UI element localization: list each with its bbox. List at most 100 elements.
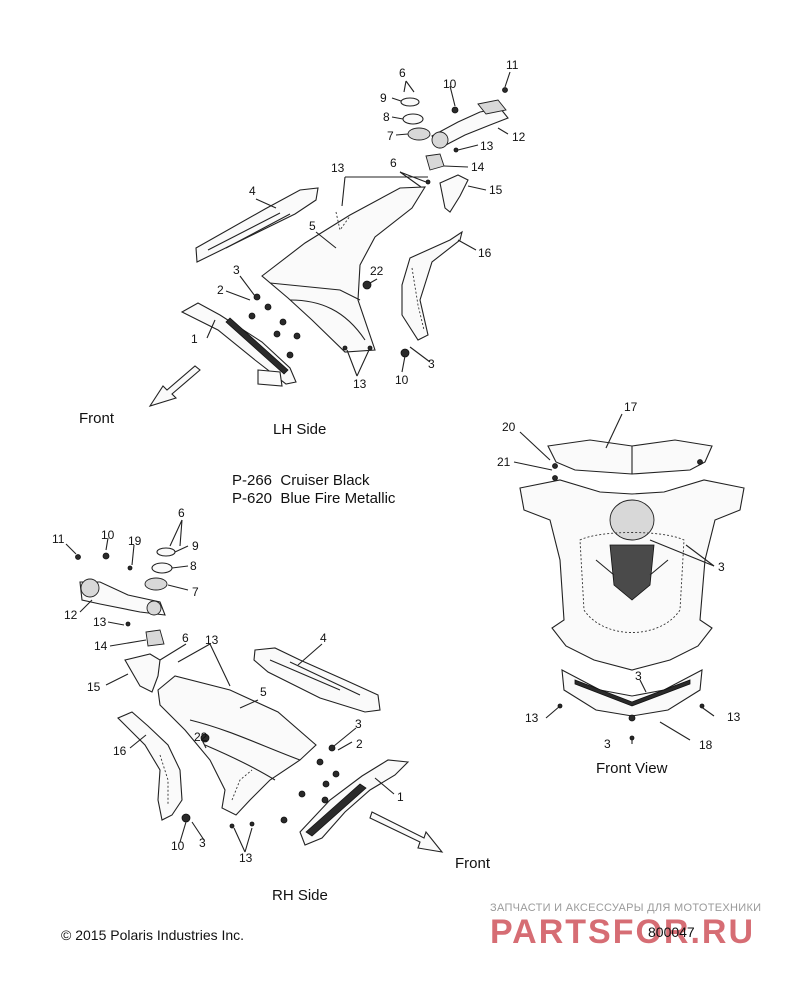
front-part-17-windscreen bbox=[547, 439, 713, 475]
rh-callout-13a: 13 bbox=[93, 615, 107, 629]
rh-callout-14: 14 bbox=[94, 639, 108, 653]
lh-part-15-cover bbox=[439, 174, 469, 213]
paint-code-2-code: P-620 bbox=[232, 490, 273, 507]
rh-side-assembly bbox=[65, 519, 444, 853]
rh-callout-22: 22 bbox=[194, 730, 208, 744]
front-callout-3a: 3 bbox=[718, 560, 725, 574]
rh-callout-5: 5 bbox=[260, 685, 267, 699]
lh-callout-4: 4 bbox=[249, 184, 256, 198]
paint-code-1-code: P-266 bbox=[232, 472, 273, 489]
lh-callout-7: 7 bbox=[387, 129, 394, 143]
rh-part-7-grommet bbox=[144, 577, 168, 591]
rh-part-5-panel bbox=[157, 675, 317, 816]
front-callout-21: 21 bbox=[497, 455, 511, 469]
paint-code-1: P-266 Cruiser Black bbox=[232, 473, 370, 489]
front-label-upper: Front bbox=[79, 410, 115, 427]
rh-callout-6a: 6 bbox=[178, 506, 185, 520]
front-view-assembly bbox=[513, 413, 745, 744]
front-label-lower: Front bbox=[455, 855, 491, 872]
lh-callout-1: 1 bbox=[191, 332, 198, 346]
lh-callout-2: 2 bbox=[217, 283, 224, 297]
lh-callout-22: 22 bbox=[370, 264, 384, 278]
rh-callout-10b: 10 bbox=[171, 839, 185, 853]
front-callout-3c: 3 bbox=[604, 737, 611, 751]
lh-part-7-grommet bbox=[407, 127, 431, 141]
lh-side-assembly bbox=[148, 71, 511, 407]
rh-part-14-boot bbox=[145, 629, 165, 647]
front-callout-18: 18 bbox=[699, 738, 713, 752]
lh-callout-16: 16 bbox=[478, 246, 492, 260]
front-leader-lines bbox=[513, 413, 715, 744]
front-arrow-lower bbox=[369, 811, 444, 853]
rh-callout-13b: 13 bbox=[205, 633, 219, 647]
part-number: 800047 bbox=[648, 924, 695, 940]
lh-part-8-seal bbox=[402, 113, 424, 125]
lh-callout-13a: 13 bbox=[480, 139, 494, 153]
front-part-18-chin bbox=[561, 669, 703, 717]
lh-part-5-panel bbox=[261, 186, 427, 353]
lh-side-label: LH Side bbox=[273, 421, 327, 438]
rh-callout-11: 11 bbox=[52, 532, 65, 546]
lh-callout-10a: 10 bbox=[443, 77, 457, 91]
paint-code-2: P-620 Blue Fire Metallic bbox=[232, 491, 395, 507]
lh-callout-13b: 13 bbox=[331, 161, 345, 175]
rh-callout-16: 16 bbox=[113, 744, 127, 758]
paint-code-1-name: Cruiser Black bbox=[280, 472, 370, 489]
front-callout-20: 20 bbox=[502, 420, 516, 434]
lh-part-14-boot bbox=[425, 153, 445, 171]
lh-part-1-rail bbox=[180, 302, 297, 385]
rh-callout-3a: 3 bbox=[355, 717, 362, 731]
lh-part-9-washer bbox=[400, 97, 420, 107]
rh-side-label: RH Side bbox=[272, 887, 328, 904]
lh-part-16-brace bbox=[401, 230, 463, 341]
rh-callout-3b: 3 bbox=[199, 836, 206, 850]
rh-fasteners bbox=[181, 733, 340, 829]
watermark-logo: PARTSFOR.RU bbox=[490, 913, 756, 951]
rh-part-15-cover bbox=[124, 653, 161, 693]
lh-callout-5: 5 bbox=[309, 219, 316, 233]
rh-part-1-rail bbox=[299, 759, 410, 846]
front-arrow-upper bbox=[148, 365, 201, 407]
rh-part-9-washer bbox=[156, 547, 176, 557]
paint-code-2-name: Blue Fire Metallic bbox=[280, 490, 396, 507]
rh-callout-4: 4 bbox=[320, 631, 327, 645]
rh-callout-1: 1 bbox=[397, 790, 404, 804]
rh-callout-13c: 13 bbox=[239, 851, 253, 865]
lh-callout-3b: 3 bbox=[428, 357, 435, 371]
lh-callout-3a: 3 bbox=[233, 263, 240, 277]
lh-callout-11: 11 bbox=[506, 58, 519, 72]
rh-callout-8: 8 bbox=[190, 559, 197, 573]
rh-leader-lines bbox=[65, 519, 395, 853]
front-callout-17: 17 bbox=[624, 400, 638, 414]
lh-fasteners bbox=[248, 280, 410, 359]
lh-part-12-bracket bbox=[431, 87, 509, 149]
front-view-label: Front View bbox=[596, 760, 668, 777]
lh-callout-10b: 10 bbox=[395, 373, 409, 387]
lh-callout-13c: 13 bbox=[353, 377, 367, 391]
watermark-tagline: ЗАПЧАСТИ И АКСЕССУАРЫ ДЛЯ МОТОТЕХНИКИ bbox=[490, 902, 762, 914]
rh-part-12-bracket bbox=[75, 552, 166, 616]
lh-callout-6a: 6 bbox=[399, 66, 406, 80]
lh-callout-8: 8 bbox=[383, 110, 390, 124]
front-callout-3b: 3 bbox=[635, 669, 642, 683]
lh-callout-15: 15 bbox=[489, 183, 503, 197]
copyright-text: © 2015 Polaris Industries Inc. bbox=[61, 927, 245, 943]
rh-callout-19: 19 bbox=[128, 534, 142, 548]
rh-callout-10a: 10 bbox=[101, 528, 115, 542]
rh-callout-15: 15 bbox=[87, 680, 101, 694]
rh-callout-9: 9 bbox=[192, 539, 199, 553]
front-callout-13b: 13 bbox=[727, 710, 741, 724]
lh-callout-6b: 6 bbox=[390, 156, 397, 170]
front-callout-13a: 13 bbox=[525, 711, 539, 725]
rh-part-8-seal bbox=[151, 562, 173, 574]
rh-part-16-brace bbox=[117, 711, 183, 821]
lh-callout-14: 14 bbox=[471, 160, 485, 174]
lh-leader-lines bbox=[206, 71, 511, 377]
lh-callout-9: 9 bbox=[380, 91, 387, 105]
rh-callout-7: 7 bbox=[192, 585, 199, 599]
lh-callout-12: 12 bbox=[512, 130, 526, 144]
rh-callout-12: 12 bbox=[64, 608, 78, 622]
rh-callout-6b: 6 bbox=[182, 631, 189, 645]
rh-callout-2: 2 bbox=[356, 737, 363, 751]
